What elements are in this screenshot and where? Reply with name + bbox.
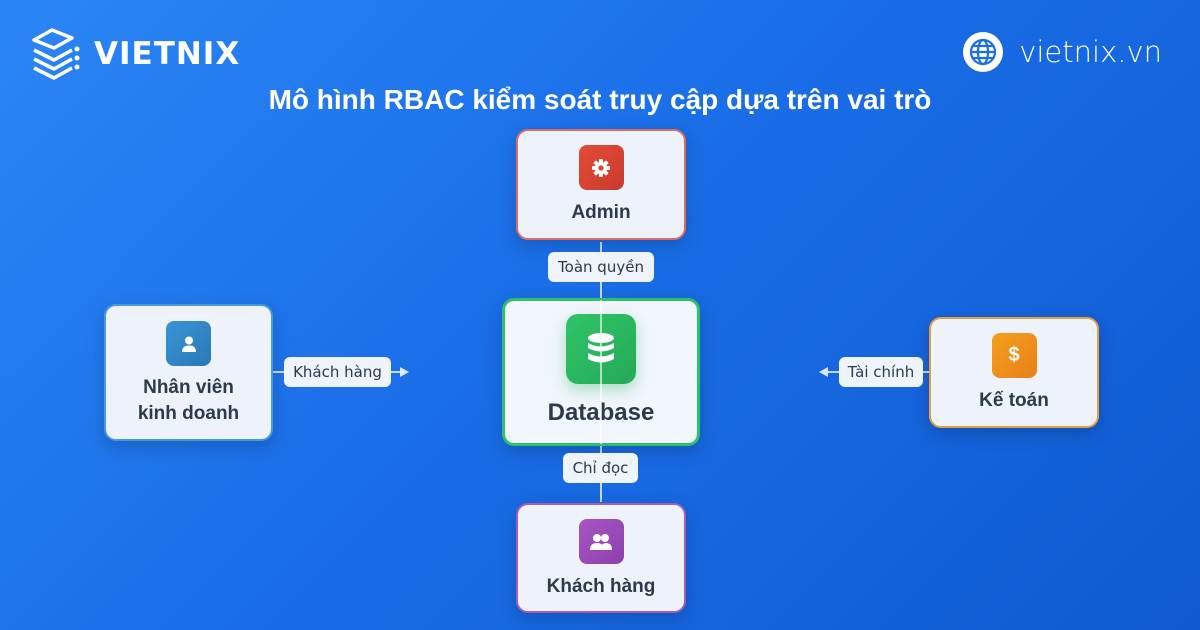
edge-label-sales: Khách hàng <box>284 357 391 387</box>
users-icon <box>578 519 624 564</box>
user-icon <box>166 321 211 366</box>
website-link[interactable]: vietnix.vn <box>963 32 1162 72</box>
arrow-left-icon <box>819 367 828 377</box>
edge-label-admin: Toàn quyền <box>548 252 654 282</box>
brand-logo: VIETNIX <box>30 26 240 82</box>
brand-name: VIETNIX <box>94 36 241 72</box>
node-label: Kế toán <box>979 390 1049 411</box>
edge-label-customer: Chỉ đọc <box>563 453 638 483</box>
node-sales[interactable]: Nhân viên kinh doanh <box>104 304 273 441</box>
diagram-title: Mô hình RBAC kiểm soát truy cập dựa trên… <box>268 84 932 115</box>
website-url: vietnix.vn <box>1019 35 1162 69</box>
vietnix-logo-icon <box>32 28 80 80</box>
connector-overlay <box>600 300 602 444</box>
node-customer[interactable]: Khách hàng <box>516 503 686 613</box>
gear-icon <box>578 145 624 190</box>
edge-label-accountant: Tài chính <box>839 357 923 387</box>
node-admin[interactable]: Admin <box>516 129 686 240</box>
arrow-right-icon <box>400 367 409 377</box>
node-accountant[interactable]: $ Kế toán <box>929 317 1099 428</box>
node-label: Khách hàng <box>546 576 656 597</box>
node-label-line1: Nhân viên <box>143 377 234 398</box>
globe-icon <box>963 32 1004 72</box>
node-label: Admin <box>571 202 631 223</box>
node-label-line2: kinh doanh <box>137 403 240 424</box>
dollar-icon: $ <box>991 333 1037 378</box>
